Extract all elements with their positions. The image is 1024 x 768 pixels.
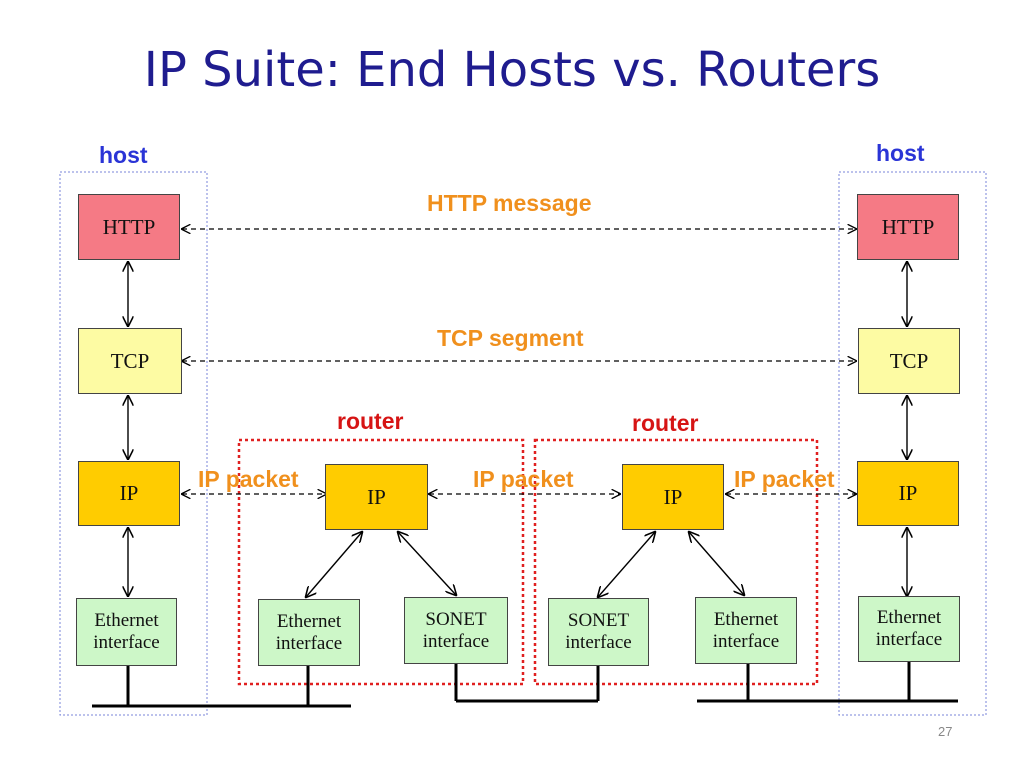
right-iface-line1: Ethernet (876, 607, 942, 628)
right-host-label: host (876, 140, 925, 166)
router1-ip-box: IP (325, 464, 428, 530)
left-host-outline (59, 171, 208, 716)
router1-ip-label: IP (367, 484, 386, 509)
router2-sonet-line2: interface (565, 632, 632, 653)
ip-packet-label-1: IP packet (198, 466, 299, 492)
router2-ethernet-interface-box: Ethernet interface (695, 597, 797, 664)
slide-title: IP Suite: End Hosts vs. Routers (143, 42, 881, 98)
router1-sonet-interface-box: SONET interface (404, 597, 508, 664)
router1-eth-line1: Ethernet (276, 610, 342, 632)
router1-ethernet-interface-box: Ethernet interface (258, 599, 360, 666)
router1-sonet-line1: SONET (425, 608, 487, 630)
router2-ip-sonet-arrow (598, 532, 655, 597)
page-number: 27 (938, 724, 953, 739)
router2-ip-label: IP (663, 484, 683, 509)
right-http-label: HTTP (881, 214, 935, 239)
router2-sonet-line1: SONET (567, 610, 630, 631)
ip-packet-label-2: IP packet (473, 466, 574, 492)
left-host-label: host (99, 142, 148, 168)
right-host-outline (838, 171, 987, 716)
left-http-box: HTTP (78, 194, 180, 260)
right-http-box: HTTP (857, 194, 959, 260)
right-ip-box: IP (857, 461, 959, 526)
router2-eth-line1: Ethernet (713, 608, 779, 630)
left-iface-line1: Ethernet (94, 610, 159, 631)
router1-eth-line2: interface (275, 632, 343, 654)
left-tcp-label: TCP (110, 348, 150, 373)
router-2-label: router (632, 410, 699, 436)
router1-ip-sonet-arrow (398, 532, 456, 595)
right-ip-label: IP (898, 481, 918, 505)
router1-sonet-line2: interface (422, 630, 490, 652)
right-ethernet-interface-box: Ethernet interface (858, 596, 960, 662)
router2-eth-line2: interface (712, 630, 780, 652)
left-iface-line2: interface (93, 632, 160, 653)
ip-packet-label-3: IP packet (734, 466, 835, 492)
left-ip-box: IP (78, 461, 180, 526)
router2-ip-ethernet-arrow (689, 532, 744, 595)
tcp-segment-label: TCP segment (437, 325, 584, 351)
http-message-label: HTTP message (427, 190, 592, 216)
right-tcp-box: TCP (858, 328, 960, 394)
left-ip-label: IP (119, 481, 139, 505)
right-iface-line2: interface (875, 629, 943, 650)
left-ethernet-interface-box: Ethernet interface (76, 598, 177, 666)
left-tcp-box: TCP (78, 328, 182, 394)
router-2-outline (533, 438, 819, 686)
left-http-label: HTTP (102, 214, 156, 239)
router1-ip-ethernet-arrow (306, 532, 362, 597)
router-1-label: router (337, 408, 404, 434)
router2-ip-box: IP (622, 464, 724, 530)
router2-sonet-interface-box: SONET interface (548, 598, 649, 666)
right-tcp-label: TCP (889, 348, 929, 373)
